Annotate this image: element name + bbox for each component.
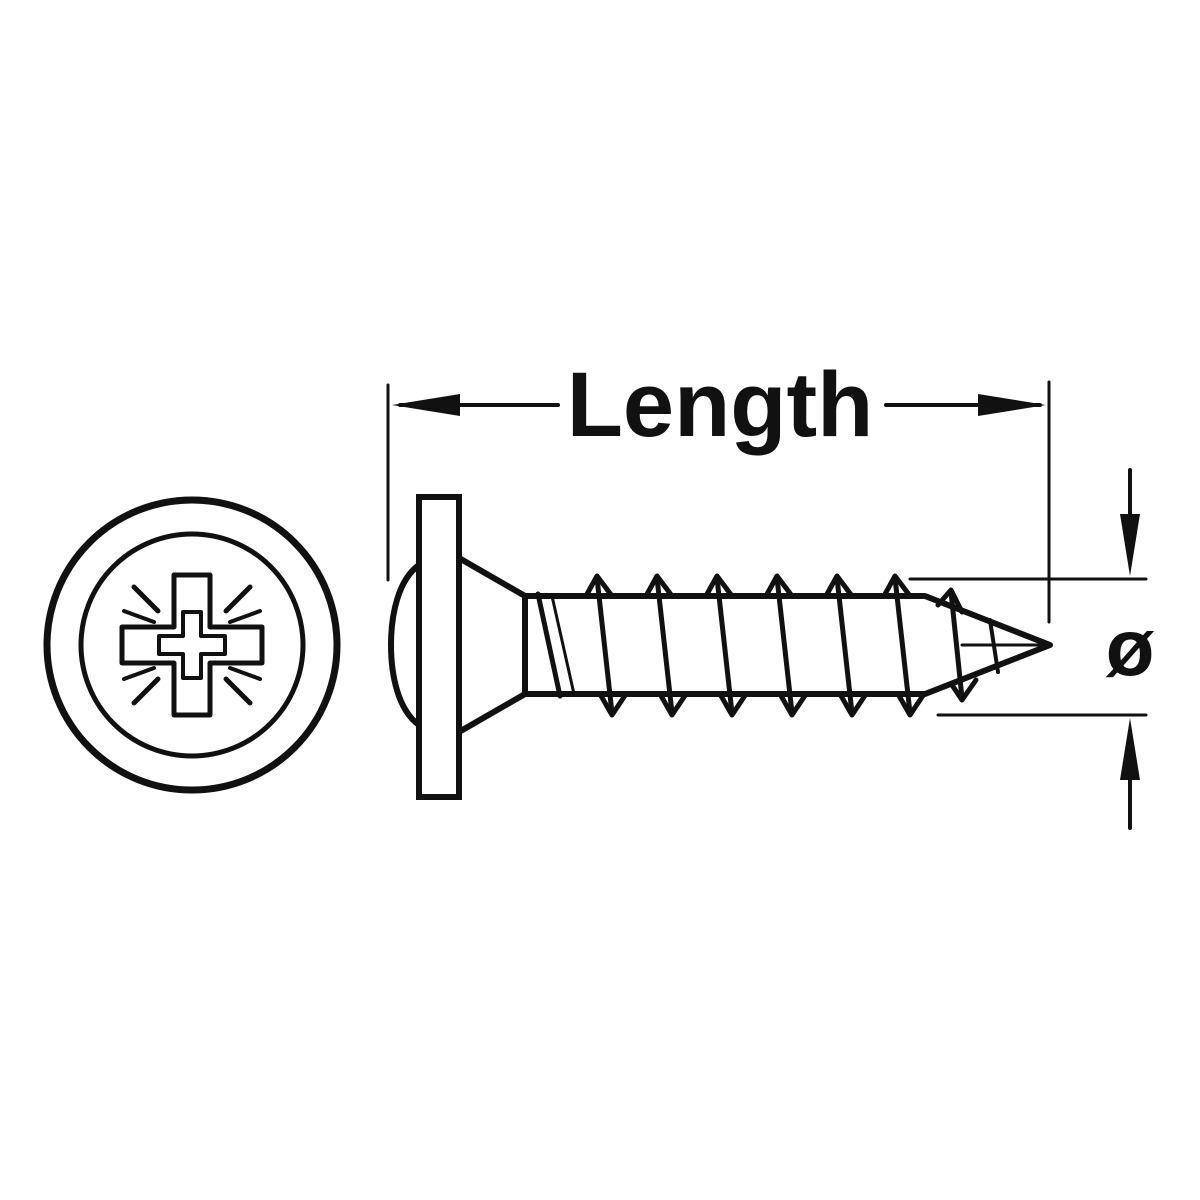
length-dimension: Length [386, 354, 1051, 624]
pozidriv-recess-icon [119, 572, 265, 718]
screw-head-top-view [43, 496, 341, 794]
screw-side-view [388, 494, 1053, 800]
length-arrowhead-right [978, 394, 1046, 416]
thread-helix-lines [535, 575, 1000, 716]
head-disc [416, 494, 462, 800]
length-label: Length [567, 354, 874, 456]
head-dome [388, 562, 422, 728]
length-arrowhead-left [392, 394, 460, 416]
diameter-arrowhead-bottom [1120, 718, 1140, 780]
diameter-arrowhead-top [1120, 514, 1140, 576]
diameter-dimension: ø [908, 468, 1155, 830]
head-cone [456, 555, 528, 735]
shank [522, 593, 1053, 697]
diameter-label: ø [1106, 603, 1155, 692]
head-inner-circle [78, 531, 306, 759]
head-outer-circle [43, 496, 341, 794]
